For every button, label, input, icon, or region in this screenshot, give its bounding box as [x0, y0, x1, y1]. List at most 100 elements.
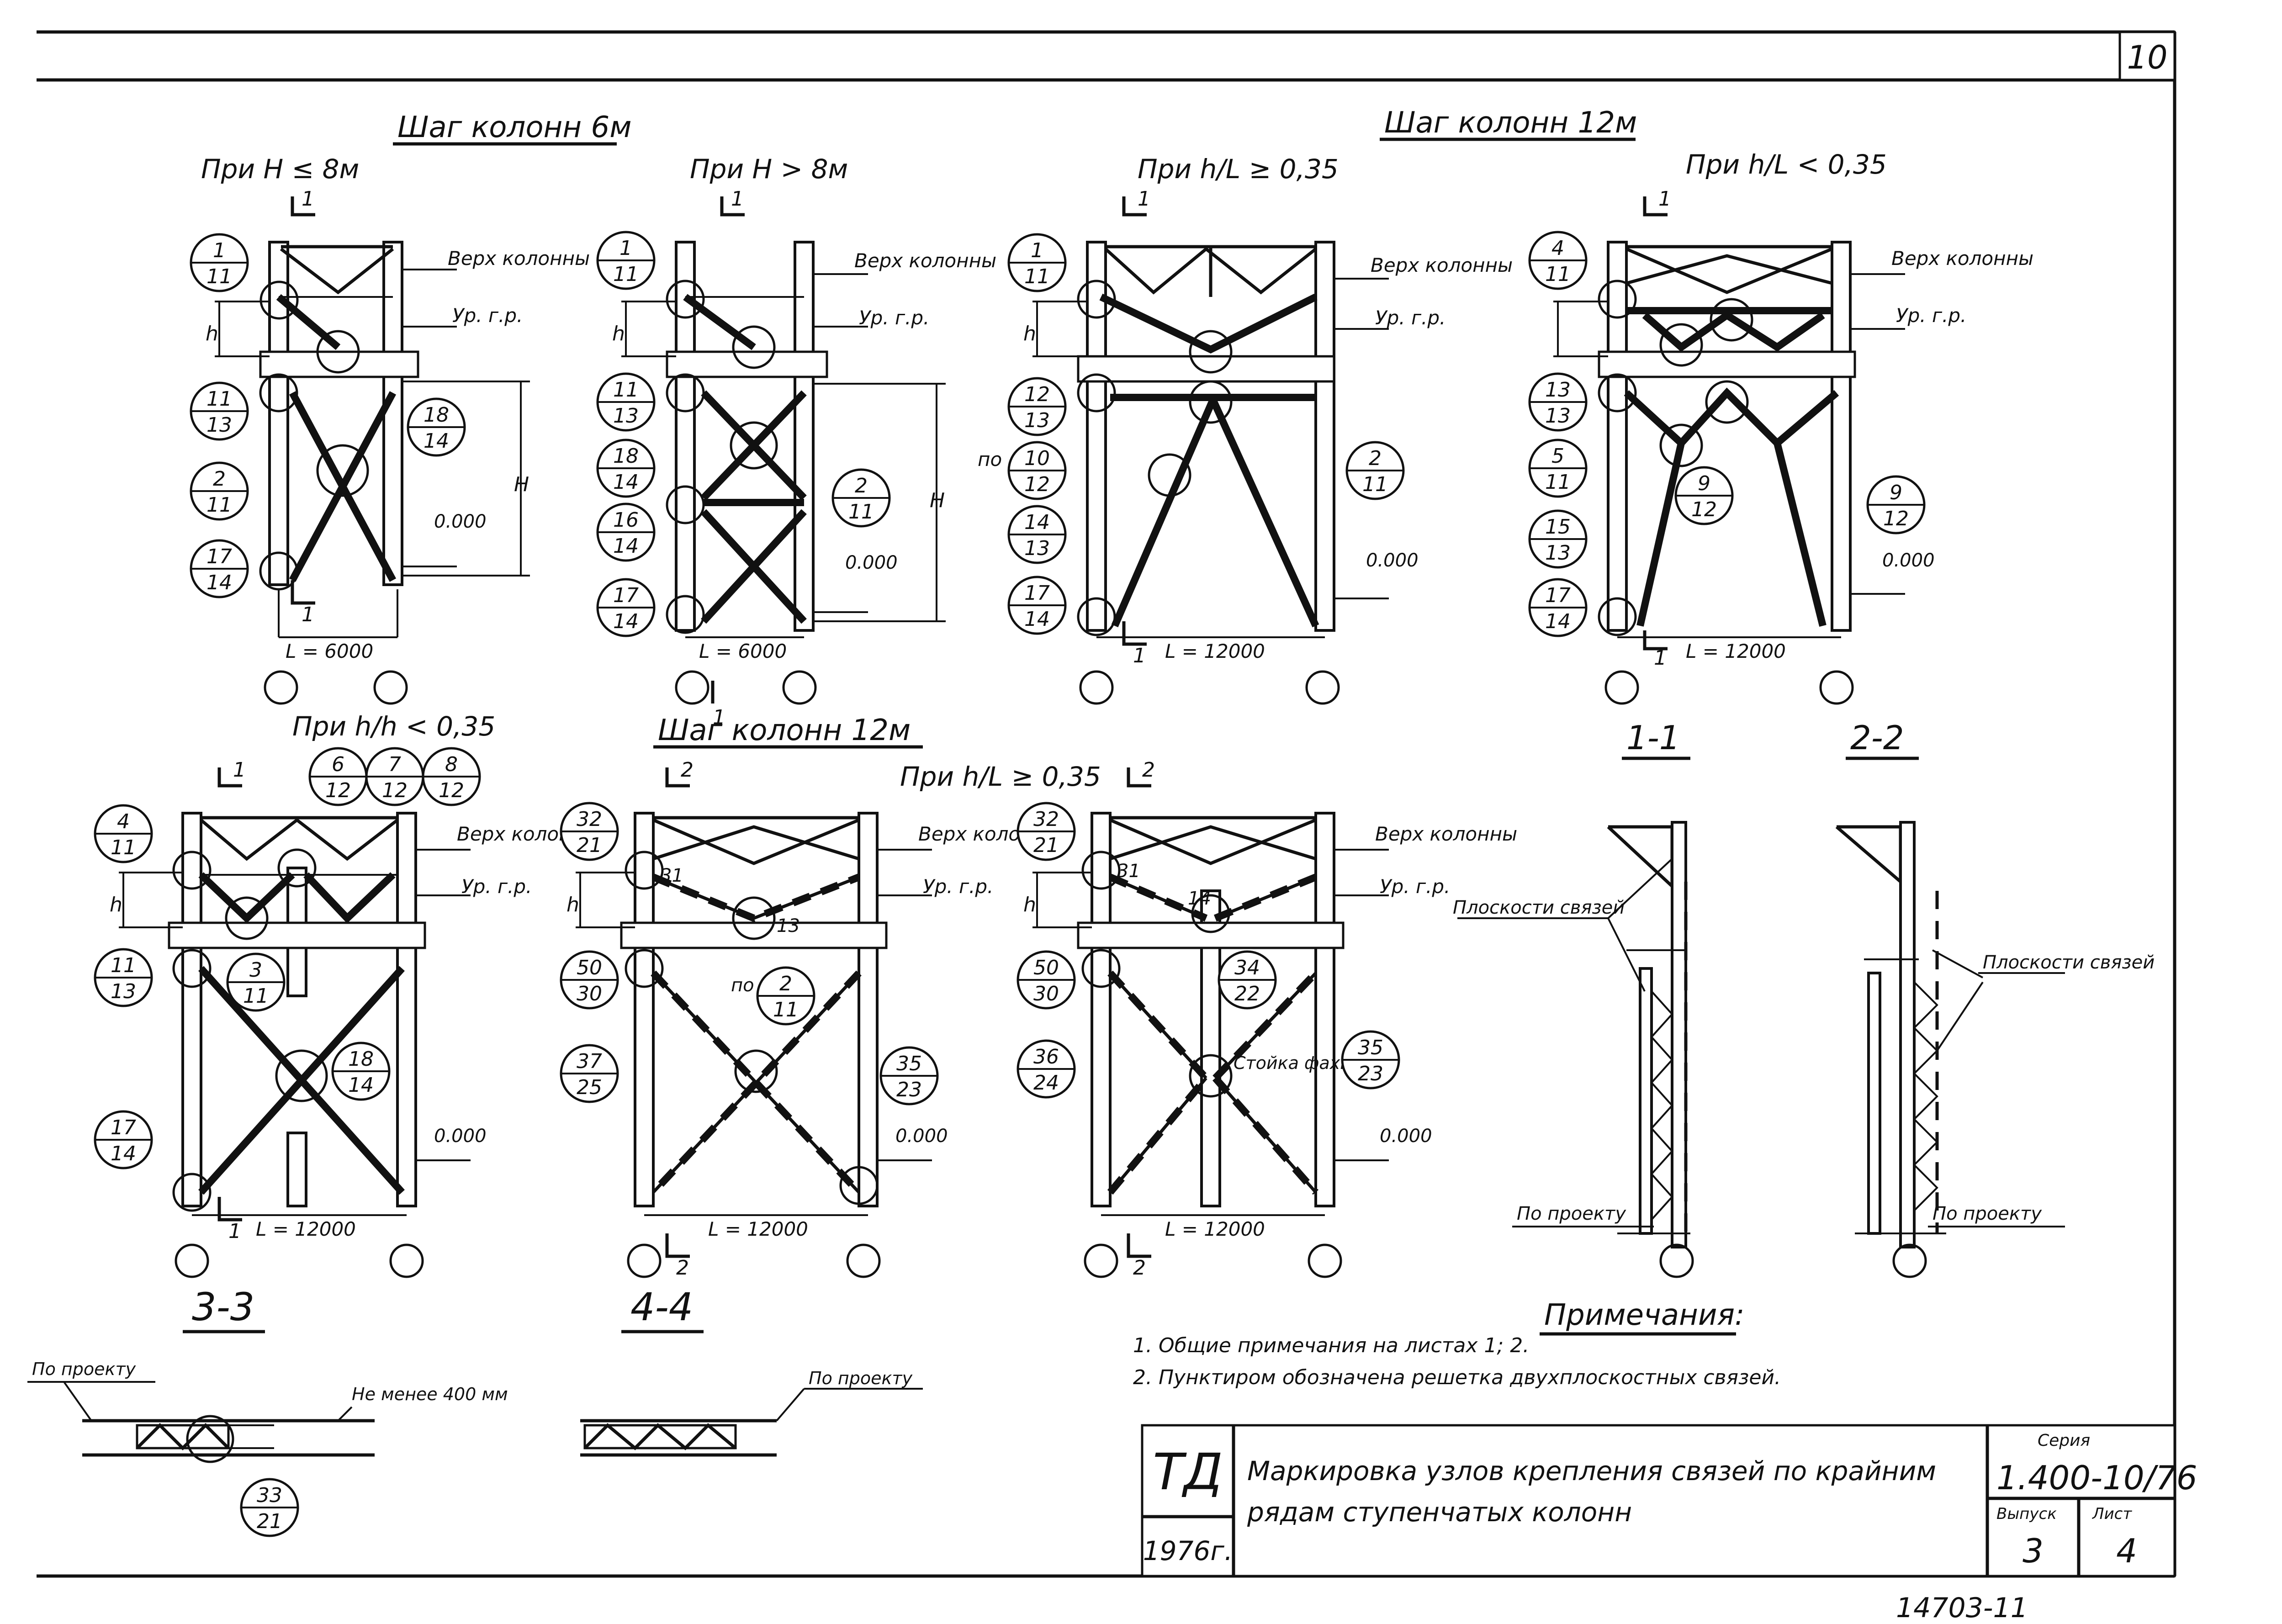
svg-text:18: 18 — [348, 1047, 374, 1071]
svg-text:6: 6 — [332, 753, 344, 776]
title-line-2: рядам ступенчатых колонн — [1247, 1497, 1632, 1528]
svg-text:14: 14 — [1024, 608, 1050, 631]
svg-text:14: 14 — [206, 571, 232, 594]
detail-3-3 — [27, 1381, 375, 1463]
svg-text:11: 11 — [206, 387, 232, 411]
svg-text:12: 12 — [1883, 507, 1909, 530]
notes-title: Примечания: — [1544, 1298, 1745, 1332]
svg-text:11: 11 — [1362, 473, 1388, 496]
cut-mark-f1: 2 — [681, 758, 694, 782]
label-crane-a: Ур. г.р. — [452, 304, 523, 327]
sheet-number: 10 — [2127, 39, 2167, 76]
condition-f: При h/L ≥ 0,35 — [900, 761, 1101, 792]
cut-mark-g1: 2 — [1142, 758, 1155, 782]
svg-text:9: 9 — [1890, 481, 1902, 504]
label-planes-1: Плоскости связей — [1453, 897, 1625, 918]
label-top-col-b: Верх колонны — [854, 249, 996, 272]
svg-text:33: 33 — [257, 1484, 282, 1507]
H-label-a: H — [514, 473, 529, 496]
svg-text:17: 17 — [613, 584, 639, 607]
sheet-value: 4 — [2116, 1532, 2137, 1570]
dim-L-e: L = 12000 — [256, 1218, 356, 1240]
svg-text:2: 2 — [1369, 447, 1382, 470]
condition-e: При h/h < 0,35 — [292, 711, 495, 742]
svg-text:13: 13 — [1545, 404, 1571, 428]
section-3-3: 3-3 — [192, 1285, 254, 1329]
label-po-f: по — [731, 975, 754, 996]
label-zero-g: 0.000 — [1380, 1126, 1432, 1147]
svg-text:12: 12 — [325, 779, 351, 802]
svg-text:1: 1 — [1031, 239, 1043, 262]
svg-text:12: 12 — [1024, 383, 1050, 406]
issue-value: 3 — [2023, 1532, 2044, 1570]
svg-text:13: 13 — [206, 413, 232, 437]
svg-text:11: 11 — [613, 263, 639, 286]
svg-text:22: 22 — [1234, 982, 1260, 1005]
section-1-1-drawing — [1607, 821, 1694, 1278]
svg-text:34: 34 — [1234, 956, 1260, 979]
svg-text:32: 32 — [577, 808, 602, 831]
svg-text:50: 50 — [1033, 956, 1059, 979]
svg-text:18: 18 — [424, 403, 449, 427]
svg-text:30: 30 — [1033, 982, 1059, 1005]
panel-b: 1 1 h H L = 6000 — [612, 187, 946, 729]
svg-text:24: 24 — [1033, 1071, 1059, 1095]
svg-text:23: 23 — [896, 1078, 922, 1101]
label-po-proektu-1: По проекту — [1517, 1203, 1626, 1224]
svg-text:15: 15 — [1545, 515, 1571, 539]
svg-text:11: 11 — [1024, 265, 1050, 288]
svg-text:14: 14 — [613, 610, 639, 633]
svg-text:13: 13 — [111, 980, 136, 1003]
svg-text:35: 35 — [1358, 1036, 1383, 1059]
label-top-col-a: Верх колонны — [448, 247, 590, 270]
h-label-b: h — [612, 322, 625, 345]
svg-text:21: 21 — [1033, 834, 1059, 857]
H-label-b: H — [930, 489, 945, 512]
section-4-4: 4-4 — [630, 1285, 693, 1329]
svg-text:13: 13 — [1545, 378, 1571, 402]
cut-mark-e2: 1 — [228, 1220, 241, 1243]
svg-text:11: 11 — [773, 998, 799, 1021]
title-line-1: Маркировка узлов крепления связей по кра… — [1247, 1455, 1936, 1486]
svg-text:12: 12 — [439, 779, 464, 802]
cut-mark-e1: 1 — [233, 758, 246, 782]
dim-L-d: L = 12000 — [1686, 640, 1786, 662]
svg-text:14: 14 — [348, 1074, 374, 1097]
label-po-proektu-4: По проекту — [809, 1368, 913, 1388]
label-zero-c: 0.000 — [1366, 550, 1419, 571]
label-crane-f: Ур. г.р. — [923, 875, 993, 898]
svg-text:32: 32 — [1033, 808, 1059, 831]
h-label-g: h — [1023, 893, 1036, 916]
h-label-f: h — [567, 893, 579, 916]
title-logo: ТД — [1153, 1443, 1223, 1501]
label-zero-b: 0.000 — [845, 552, 898, 573]
label-zero-d: 0.000 — [1882, 550, 1935, 571]
inline-31-f: 31 — [660, 865, 683, 886]
cut-mark-c1: 1 — [1138, 187, 1150, 211]
svg-text:3: 3 — [249, 958, 262, 982]
label-po-proektu-3: По проекту — [32, 1359, 136, 1379]
svg-text:17: 17 — [206, 545, 232, 568]
label-crane-e: Ур. г.р. — [461, 875, 532, 898]
label-po-proektu-2: По проекту — [1933, 1203, 2042, 1224]
title-year: 1976г. — [1143, 1535, 1233, 1566]
section-1-1: 1-1 — [1626, 719, 1680, 757]
series-value: 1.400-10/76 — [1996, 1459, 2197, 1497]
svg-text:25: 25 — [577, 1076, 602, 1099]
label-crane-d: Ур. г.р. — [1896, 304, 1966, 327]
sheet-label: Лист — [2091, 1505, 2132, 1523]
label-crane-g: Ур. г.р. — [1380, 875, 1450, 898]
svg-text:17: 17 — [1024, 582, 1050, 605]
issue-label: Выпуск — [1996, 1505, 2057, 1523]
detail-4-4 — [580, 1388, 923, 1457]
svg-text:14: 14 — [424, 429, 449, 453]
svg-text:7: 7 — [388, 753, 401, 776]
svg-text:2: 2 — [779, 972, 792, 995]
svg-text:11: 11 — [1545, 471, 1571, 494]
svg-text:11: 11 — [613, 378, 639, 402]
svg-text:1: 1 — [619, 237, 632, 260]
svg-text:14: 14 — [111, 1142, 136, 1165]
svg-text:14: 14 — [613, 471, 639, 494]
